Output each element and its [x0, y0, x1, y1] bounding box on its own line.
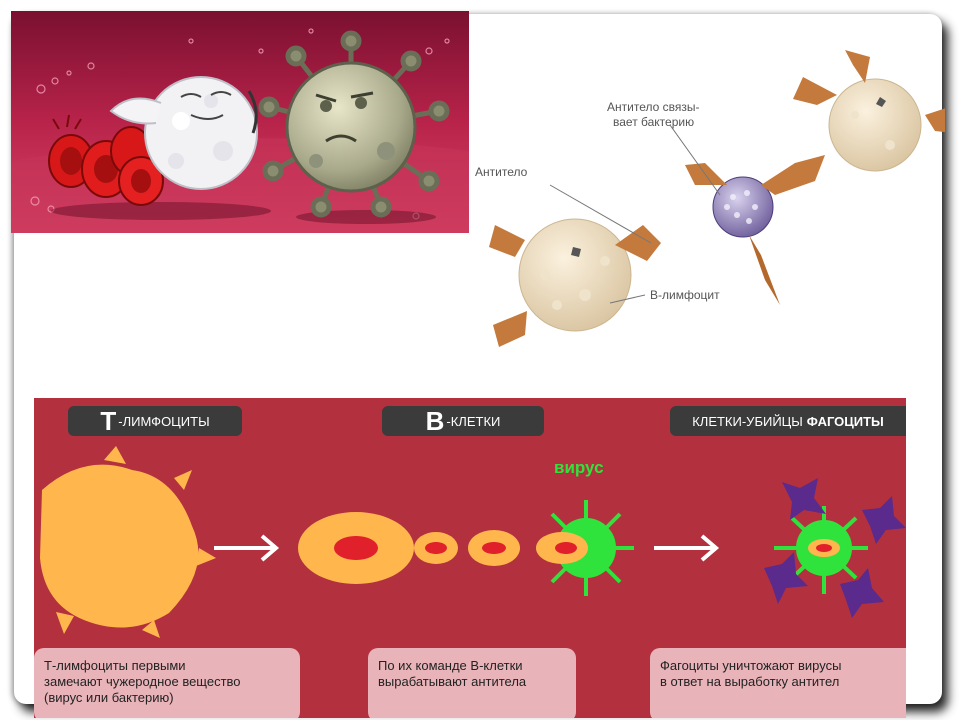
header-b-letter: В [425, 405, 445, 436]
header-t-text: -ЛИМФОЦИТЫ [118, 413, 210, 429]
virus-cartoon [258, 30, 450, 218]
leader-line-b-lymphocyte [609, 294, 646, 304]
header-t-letter: Т [100, 405, 117, 436]
note-p-line2: в ответ на выработку антител [660, 674, 840, 689]
header-phagocytes-text: ФАГОЦИТЫ [806, 413, 884, 429]
red-blood-cells [48, 114, 164, 206]
label-binds-line1: Антитело связы- [607, 100, 700, 114]
note-t-line1: Т-лимфоциты первыми [44, 658, 186, 673]
b-cell-top-right [793, 50, 945, 172]
header-b-text: -КЛЕТКИ [446, 413, 501, 429]
note-b-line2: вырабатывают антитела [378, 674, 527, 689]
cartoon-blood-cells-vs-virus [11, 11, 469, 233]
b-lymphocyte [489, 218, 661, 347]
label-b-lymphocyte: В-лимфоцит [650, 288, 720, 302]
label-binds-line2: вает бактерию [613, 115, 695, 129]
header-b-cells: В -КЛЕТКИ [382, 406, 544, 436]
note-t-line2: замечают чужеродное вещество [44, 674, 241, 689]
phagocytes [764, 478, 906, 618]
note-p-line1: Фагоциты уничтожают вирусы [660, 658, 842, 673]
t-lymphocyte-cell [40, 446, 216, 638]
header-phagocytes: КЛЕТКИ-УБИЙЦЫ ФАГОЦИТЫ [670, 406, 906, 436]
panel-illustration [40, 446, 906, 638]
note-b-cells: По их команде В-клетки вырабатывают анти… [368, 648, 576, 718]
note-b-line1: По их команде В-клетки [378, 658, 523, 673]
antibody-b-lymphocyte-figure [489, 50, 945, 347]
virus-label: вирус [554, 458, 604, 477]
arrow-right-icon [214, 534, 280, 562]
leader-line-antibody [549, 184, 652, 244]
note-t-lymphocytes: Т-лимфоциты первыми замечают чужеродное … [34, 648, 300, 718]
note-t-line3: (вирус или бактерию) [44, 690, 174, 705]
leader-line-binds [669, 124, 721, 196]
arrow-right-icon-2 [654, 534, 720, 562]
bacterium [685, 155, 825, 305]
white-blood-cell [109, 76, 258, 190]
header-killers-text: КЛЕТКИ-УБИЙЦЫ [692, 413, 803, 429]
note-phagocytes: Фагоциты уничтожают вирусы в ответ на вы… [650, 648, 906, 718]
b-cells-chain [298, 512, 520, 584]
immune-response-panel: Т -ЛИМФОЦИТЫ В -КЛЕТКИ КЛЕТКИ-УБИЙЦЫ ФАГ… [34, 398, 906, 718]
label-antibody: Антитело [475, 165, 528, 179]
header-t-lymphocytes: Т -ЛИМФОЦИТЫ [68, 406, 242, 436]
bubbles [30, 28, 450, 220]
